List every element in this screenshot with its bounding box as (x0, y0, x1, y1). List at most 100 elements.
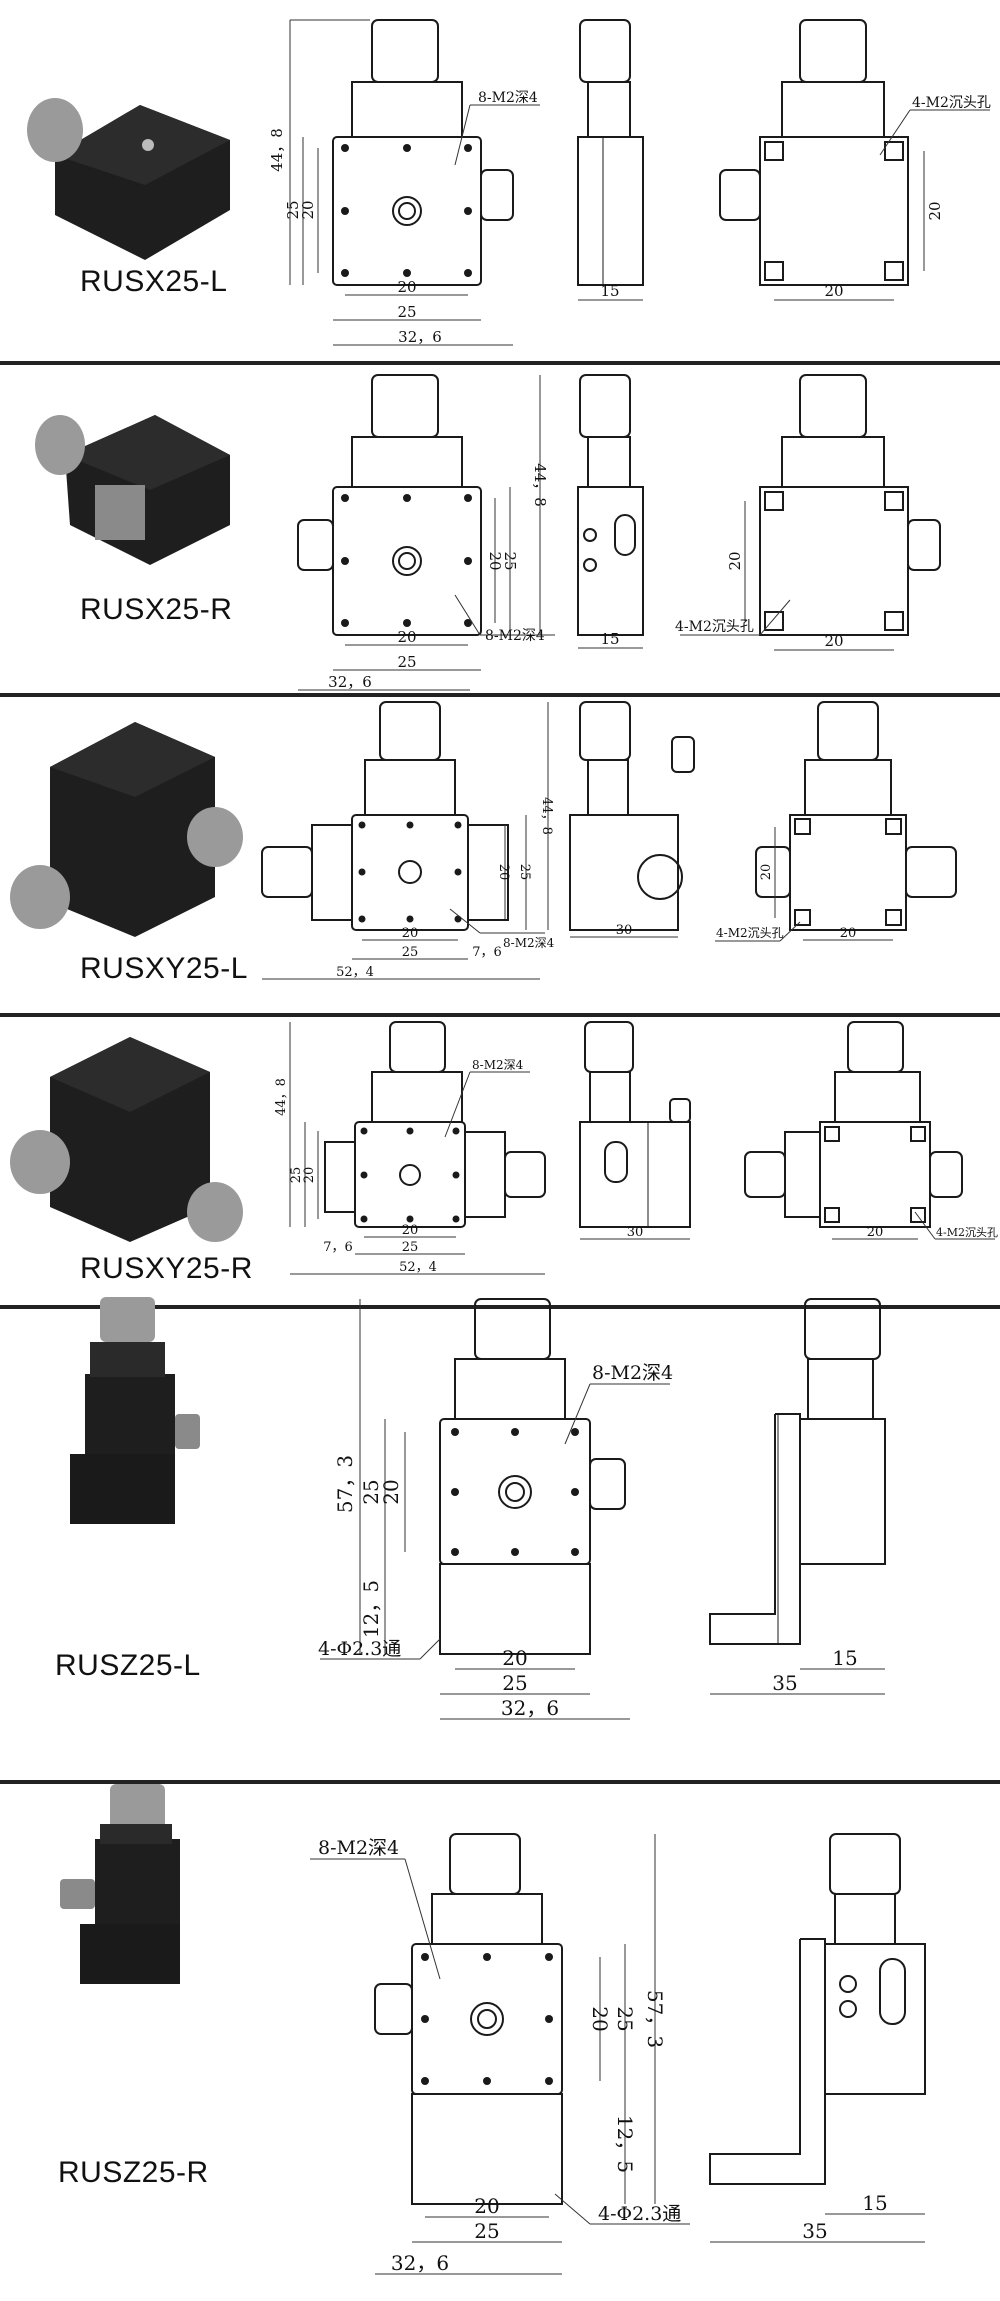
dim-h-total: 57，3 (333, 1455, 357, 1513)
dim-w-total: 32，6 (328, 673, 372, 691)
dim-h-total: 44，8 (539, 797, 554, 835)
dim-h-total: 44，8 (531, 463, 549, 507)
drawing-rusx25-l: 44，8 25 20 20 25 32，6 8-M2深4 15 20 (27, 19, 991, 346)
dim-h12: 12，5 (359, 1580, 383, 1638)
dim-w20: 20 (402, 926, 419, 941)
back-view (755, 701, 957, 931)
drawing-rusxy25-l: 44，8 25 20 20 25 7，6 52，4 8-M2深4 30 (10, 701, 957, 980)
dim-w20: 20 (397, 278, 416, 296)
dim-w25: 25 (397, 303, 416, 321)
dim-h25: 25 (517, 864, 532, 881)
hole-grid (341, 144, 472, 277)
product-photo (70, 1297, 200, 1524)
callout-tap: 8-M2深4 (503, 936, 555, 950)
callout-tap: 8-M2深4 (478, 90, 538, 106)
dim-back-h: 20 (759, 864, 774, 881)
dim-h20: 20 (299, 200, 317, 219)
separator (0, 1305, 1000, 1309)
separator (0, 693, 1000, 697)
dim-back-w: 20 (824, 632, 843, 650)
drawing-rusz25-l: 57，3 25 20 12，5 20 25 32，6 8-M2深4 4-Φ2.3… (70, 1297, 886, 1720)
callout-thru: 4-Φ2.3通 (598, 2203, 681, 2225)
dim-side-total: 35 (802, 2219, 827, 2243)
front-view (332, 19, 514, 286)
drawing-rusx25-r: 44，8 25 20 20 25 32，6 8-M2深4 15 20 20 (35, 374, 941, 691)
dim-w20: 20 (397, 628, 416, 646)
front-view (297, 374, 482, 636)
product-photo (60, 1784, 180, 1984)
dim-w-total: 32，6 (501, 1696, 559, 1720)
dim-w25: 25 (402, 945, 419, 960)
dim-h25: 25 (284, 200, 302, 219)
front-view (324, 1021, 546, 1228)
dim-h20: 20 (588, 2006, 612, 2031)
dim-w20: 20 (474, 2194, 499, 2218)
side-view (577, 374, 644, 636)
dim-side-w: 30 (627, 1225, 644, 1240)
separator (0, 1780, 1000, 1784)
dim-w20: 20 (402, 1223, 419, 1238)
product-photo (27, 98, 230, 260)
dim-w25: 25 (402, 1240, 419, 1255)
dim-h20: 20 (302, 1167, 317, 1184)
panel-rusxy25-l: 44，8 25 20 20 25 7，6 52，4 8-M2深4 30 (0, 697, 1000, 1013)
dim-h20: 20 (379, 1479, 403, 1504)
dim-back-w: 20 (824, 282, 843, 300)
hole-grid (421, 1953, 553, 2085)
dim-side-w: 30 (616, 923, 633, 938)
callout-tap: 8-M2深4 (592, 1362, 673, 1384)
dim-h-total: 44，8 (268, 128, 286, 172)
back-view (759, 374, 941, 636)
dim-w-total: 32，6 (398, 328, 442, 346)
product-photo (10, 722, 243, 937)
dim-w25: 25 (502, 1671, 527, 1695)
dim-offset: 7，6 (472, 945, 502, 960)
hole-grid (451, 1428, 579, 1556)
model-label: RUSX25-R (80, 593, 233, 626)
product-photo (10, 1037, 243, 1242)
front-view (261, 701, 509, 931)
hole-grid (358, 821, 462, 923)
model-label: RUSZ25-R (58, 2156, 209, 2189)
separator (0, 361, 1000, 365)
dim-h-total: 44，8 (274, 1078, 289, 1116)
dim-back-h: 20 (926, 201, 944, 220)
dim-offset: 7，6 (323, 1240, 353, 1255)
side-view (709, 1833, 926, 2185)
dim-h20: 20 (486, 551, 504, 570)
drawing-rusxy25-r: 44，8 25 20 20 25 7，6 52，4 8-M2深4 30 (10, 1021, 998, 1275)
callout-csk: 4-M2沉头孔 (936, 1226, 998, 1239)
hole-grid (341, 494, 472, 627)
dim-side-total: 35 (772, 1671, 797, 1695)
drawing-rusz25-r: 57，3 25 20 12，5 20 25 32，6 8-M2深4 4-Φ2.3… (60, 1784, 926, 2275)
dim-h25: 25 (289, 1167, 304, 1184)
product-photo (35, 415, 230, 565)
dim-h-total: 57，3 (643, 1990, 667, 2048)
callout-csk: 4-M2沉头孔 (675, 619, 754, 635)
dim-w25: 25 (474, 2219, 499, 2243)
dim-w-total: 52，4 (399, 1260, 437, 1275)
dim-h25: 25 (501, 551, 519, 570)
callout-csk: 4-M2沉头孔 (716, 926, 784, 940)
front-view (439, 1298, 626, 1655)
side-view (579, 1021, 691, 1228)
dim-h25: 25 (613, 2006, 637, 2031)
dim-side-w: 15 (832, 1646, 857, 1670)
dim-side-w: 15 (600, 282, 619, 300)
dim-side-w: 15 (600, 630, 619, 648)
dim-h12: 12，5 (613, 2115, 637, 2173)
dim-back-w: 20 (840, 926, 857, 941)
dim-back-w: 20 (867, 1225, 884, 1240)
side-view (569, 701, 695, 931)
dim-w25: 25 (397, 653, 416, 671)
model-label: RUSXY25-R (80, 1252, 253, 1285)
callout-tap: 8-M2深4 (318, 1837, 399, 1859)
dim-h25: 25 (359, 1479, 383, 1504)
panel-rusxy25-r: 44，8 25 20 20 25 7，6 52，4 8-M2深4 30 (0, 1017, 1000, 1305)
callout-thru: 4-Φ2.3通 (318, 1638, 401, 1660)
model-label: RUSX25-L (80, 265, 228, 298)
side-view (709, 1298, 886, 1645)
model-label: RUSXY25-L (80, 952, 248, 985)
panel-rusx25-l: 44，8 25 20 20 25 32，6 8-M2深4 15 20 (0, 0, 1000, 360)
separator (0, 1013, 1000, 1017)
